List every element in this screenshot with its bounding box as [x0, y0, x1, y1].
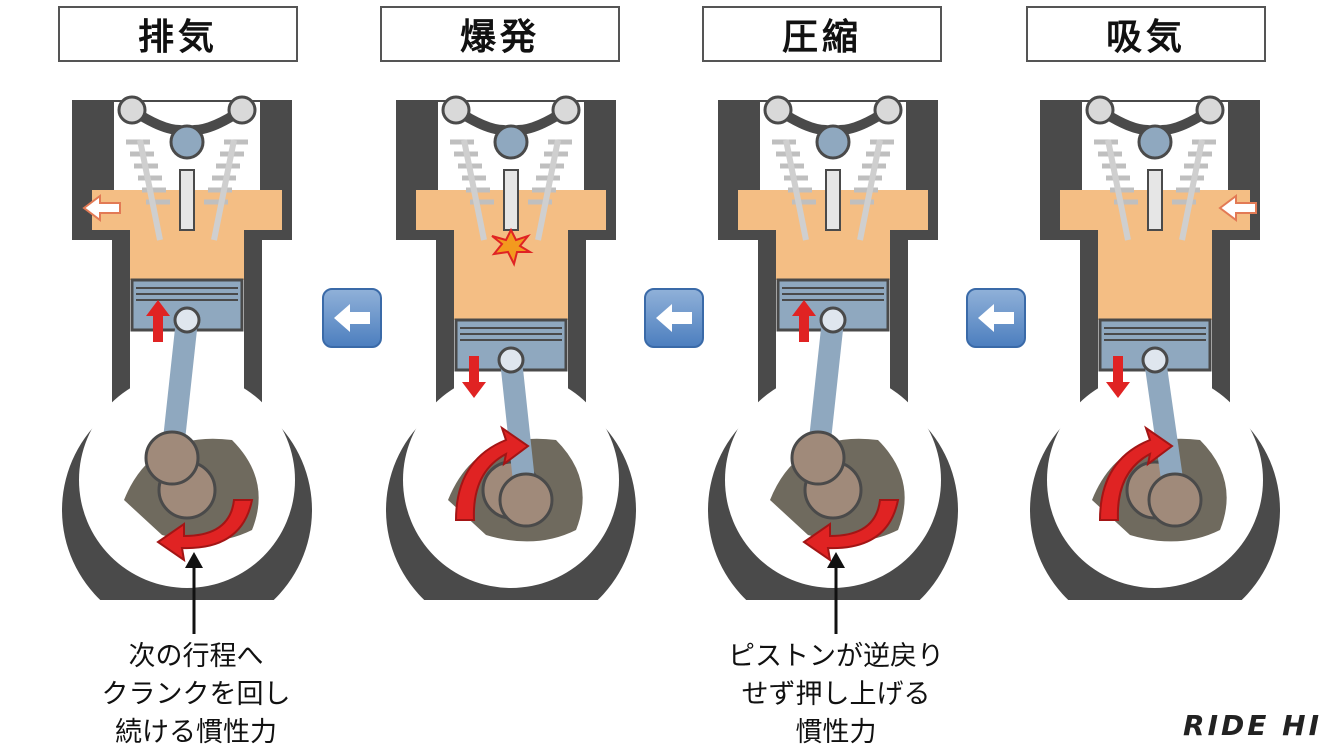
rocker-pivot-right — [873, 95, 903, 125]
valve-stem-left — [461, 139, 487, 241]
sequence-arrow-3 — [966, 288, 1026, 348]
camshaft — [815, 124, 851, 160]
wrist-pin — [819, 306, 847, 334]
engine-intake — [1030, 95, 1280, 600]
brand-logo: RIDE HI — [1183, 709, 1322, 742]
spark-plug — [1147, 169, 1163, 231]
left-arrow-icon — [656, 304, 692, 332]
annotation-pointer-2 — [827, 552, 845, 634]
valve-stem-right — [857, 139, 883, 241]
piston-up-arrow — [792, 300, 816, 342]
stroke-label-compression: 圧縮 — [702, 6, 942, 62]
spark-plug — [179, 169, 195, 231]
rocker-pivot-left — [441, 95, 471, 125]
spark-plug — [825, 169, 841, 231]
stroke-label-combustion: 爆発 — [380, 6, 620, 62]
combustion-chamber — [738, 190, 928, 280]
valve-stem-left — [1105, 139, 1131, 241]
stroke-label-exhaust: 排気 — [58, 6, 298, 62]
rocker-pivot-left — [1085, 95, 1115, 125]
stroke-label-intake: 吸気 — [1026, 6, 1266, 62]
wrist-pin — [173, 306, 201, 334]
crank-rotation-arrow — [454, 425, 530, 521]
left-arrow-icon — [334, 304, 370, 332]
combustion-chamber — [92, 190, 282, 280]
camshaft — [1137, 124, 1173, 160]
valve-stem-left — [137, 139, 163, 241]
wrist-pin — [1141, 346, 1169, 374]
crank-rotation-arrow — [802, 499, 900, 563]
piston-down-arrow — [1106, 356, 1130, 398]
rocker-pivot-left — [117, 95, 147, 125]
crank-pin — [790, 430, 846, 486]
left-arrow-icon — [978, 304, 1014, 332]
sequence-arrow-1 — [322, 288, 382, 348]
wrist-pin — [497, 346, 525, 374]
camshaft — [169, 124, 205, 160]
crank-pin — [144, 430, 200, 486]
engine-combustion — [386, 95, 636, 600]
exhaust-flow-arrow — [82, 194, 121, 222]
crank-pin — [1147, 472, 1203, 528]
valve-stem-right — [535, 139, 561, 241]
crank-pin — [498, 472, 554, 528]
caption-compression-inertia: ピストンが逆戻り せず押し上げる 慣性力 — [728, 641, 944, 748]
caption-exhaust-inertia: 次の行程へ クランクを回し 続ける慣性力 — [101, 641, 291, 748]
valve-stem-right — [1179, 139, 1205, 241]
annotation-pointer-1 — [185, 552, 203, 634]
crank-rotation-arrow — [1098, 425, 1174, 521]
spark-plug — [503, 169, 519, 231]
engine-exhaust — [62, 95, 312, 600]
valve-stem-right — [211, 139, 237, 241]
crank-rotation-arrow — [156, 499, 254, 563]
rocker-pivot-left — [763, 95, 793, 125]
piston-up-arrow — [146, 300, 170, 342]
ignition-spark — [491, 227, 534, 267]
sequence-arrow-2 — [644, 288, 704, 348]
camshaft — [493, 124, 529, 160]
piston-down-arrow — [462, 356, 486, 398]
rocker-pivot-right — [551, 95, 581, 125]
combustion-chamber — [1060, 190, 1250, 320]
engine-compression — [708, 95, 958, 600]
intake-flow-arrow — [1218, 194, 1257, 222]
rocker-pivot-right — [1195, 95, 1225, 125]
valve-stem-left — [783, 139, 809, 241]
rocker-pivot-right — [227, 95, 257, 125]
